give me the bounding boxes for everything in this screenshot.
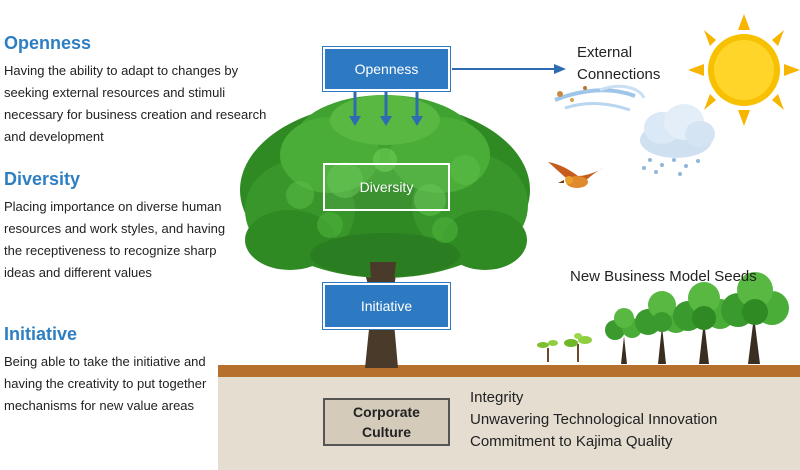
diversity-box: Diversity (323, 163, 450, 211)
initiative-section: Initiative Being able to take the initia… (4, 324, 294, 417)
input-arrows (349, 92, 423, 126)
diversity-title: Diversity (4, 169, 81, 189)
culture-items-list: Integrity Unwavering Technological Innov… (470, 387, 717, 453)
culture-box-line2: Culture (362, 424, 411, 440)
initiative-description: Being able to take the initiative and ha… (4, 354, 207, 413)
external-label-line2: Connections (577, 66, 661, 83)
culture-item: Integrity (470, 389, 524, 406)
sun-icon (688, 14, 800, 126)
seeds-label: New Business Model Seeds (570, 268, 757, 285)
wind-icon (554, 84, 646, 112)
culture-item: Commitment to Kajima Quality (470, 433, 673, 450)
bird-icon (548, 162, 604, 188)
culture-box-line1: Corporate (353, 404, 420, 420)
culture-item: Unwavering Technological Innovation (470, 411, 718, 428)
tree-illustration (240, 95, 530, 368)
openness-box: Openness (322, 46, 451, 92)
external-arrow (452, 64, 566, 74)
openness-description: Having the ability to adapt to changes b… (4, 63, 267, 144)
initiative-box: Initiative (322, 282, 451, 330)
diversity-description: Placing importance on diverse human reso… (4, 199, 226, 280)
corporate-culture-box: Corporate Culture (323, 398, 450, 446)
external-label-line1: External (577, 44, 633, 61)
openness-section: Openness Having the ability to adapt to … (4, 33, 294, 148)
openness-title: Openness (4, 33, 92, 53)
ground-line (218, 365, 800, 377)
seedling-icon (537, 272, 789, 364)
cloud-icon (640, 104, 715, 176)
diversity-section: Diversity Placing importance on diverse … (4, 169, 294, 284)
soil-area (218, 376, 800, 470)
external-connections-label: External Connections (577, 42, 660, 86)
initiative-title: Initiative (4, 324, 78, 344)
